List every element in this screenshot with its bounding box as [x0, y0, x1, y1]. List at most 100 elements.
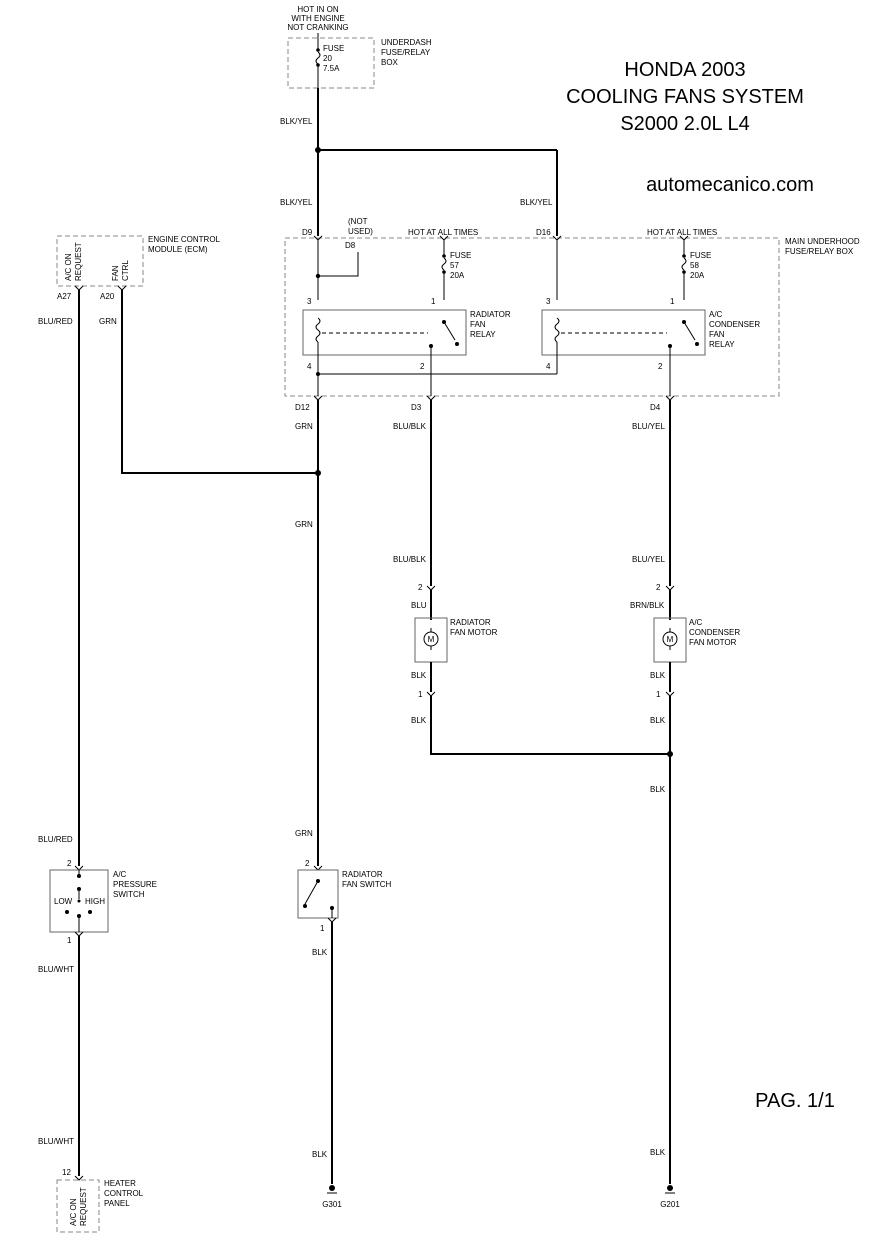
rad-switch-label-2: FAN SWITCH — [342, 880, 392, 889]
wire-label-grn-1: GRN — [99, 317, 117, 326]
rad-relay-pin-2: 2 — [420, 362, 425, 371]
rad-motor-label-1: RADIATOR — [450, 618, 491, 627]
ecm-pin-a27-label-2: REQUEST — [74, 242, 83, 281]
rad-relay-label-1: RADIATOR — [470, 310, 511, 319]
connector-d9: D9 — [302, 228, 313, 237]
ac-motor-bottom-connector — [665, 691, 675, 697]
splice-grn — [315, 470, 321, 476]
splice-motor-ground — [667, 751, 673, 757]
fuse-57-symbol — [441, 240, 447, 300]
fuse-20-symbol — [315, 33, 321, 88]
connector-d4: D4 — [650, 403, 661, 412]
ecm-label-2: MODULE (ECM) — [148, 245, 208, 254]
wire-label-brn-blk: BRN/BLK — [630, 601, 665, 610]
wire-label-blu-yel-2: BLU/YEL — [632, 555, 665, 564]
fuse57-label-3: 20A — [450, 271, 465, 280]
box-bottom-connectors — [313, 395, 675, 401]
hot-in-on-line-2: WITH ENGINE — [291, 14, 344, 23]
ground-g301-symbol — [327, 1185, 337, 1194]
ac-motor-label-3: FAN MOTOR — [689, 638, 737, 647]
heater-panel-connector — [74, 1175, 84, 1181]
ac-motor-label-2: CONDENSER — [689, 628, 740, 637]
rad-switch-pin-2: 2 — [305, 859, 310, 868]
radiator-fan-switch — [297, 869, 339, 919]
rad-motor-pin-2: 2 — [418, 583, 423, 592]
rad-motor-m: M — [428, 635, 435, 644]
ecm-label-1: ENGINE CONTROL — [148, 235, 221, 244]
ecm-a20-connector — [117, 285, 127, 291]
wire-label-blu-wht-2: BLU/WHT — [38, 1137, 74, 1146]
ecm-pin-a27: A27 — [57, 292, 72, 301]
ac-relay-label-3: FAN — [709, 330, 725, 339]
ac-motor-label-1: A/C — [689, 618, 703, 627]
rad-motor-top-connector — [426, 585, 436, 591]
wire-label-blu-blk-2: BLU/BLK — [393, 555, 427, 564]
heater-panel-label-1: HEATER — [104, 1179, 136, 1188]
wire-label-grn-2: GRN — [295, 422, 313, 431]
wire-rad-motor-ground — [430, 696, 670, 755]
ac-motor-pin-1: 1 — [656, 690, 661, 699]
title-line-2: COOLING FANS SYSTEM — [566, 86, 804, 108]
ecm-a27-connector — [74, 285, 84, 291]
fuse57-label-1: FUSE — [450, 251, 471, 260]
rad-switch-bottom-connector — [327, 917, 337, 923]
heater-panel-label-2: CONTROL — [104, 1189, 144, 1198]
wire-label-blk-yel-2: BLK/YEL — [280, 198, 313, 207]
ac-condenser-fan-relay — [541, 309, 706, 364]
rad-motor-bottom-connector — [426, 691, 436, 697]
wire-label-blu-blk-1: BLU/BLK — [393, 422, 427, 431]
wire-label-blu-yel-1: BLU/YEL — [632, 422, 665, 431]
fuse-58-symbol — [681, 240, 687, 300]
wire-label-grn-3: GRN — [295, 520, 313, 529]
ac-motor-m: M — [667, 635, 674, 644]
pressure-switch-low: LOW — [54, 897, 73, 906]
wire-label-blu-red-1: BLU/RED — [38, 317, 73, 326]
wire-label-blk-2: BLK — [411, 716, 427, 725]
wire-label-blu-wht-1: BLU/WHT — [38, 965, 74, 974]
main-underhood-box — [284, 237, 780, 397]
relay-coil-bus — [316, 364, 671, 396]
pressure-switch-bottom-connector — [74, 931, 84, 937]
rad-switch-top-connector — [313, 865, 323, 871]
ground-g201-symbol — [665, 1185, 675, 1194]
heater-pin-label-1: A/C ON — [69, 1198, 78, 1226]
wire-label-blk-3: BLK — [650, 671, 666, 680]
wire-label-blk-1: BLK — [411, 671, 427, 680]
wire-label-blu: BLU — [411, 601, 427, 610]
rad-switch-contacts — [303, 879, 334, 918]
fuse20-label-3: 7.5A — [323, 64, 340, 73]
wire-label-blk-5: BLK — [650, 785, 666, 794]
not-used-label-1: (NOT — [348, 217, 368, 226]
rad-relay-label-2: FAN — [470, 320, 486, 329]
wire-label-blk-4: BLK — [650, 716, 666, 725]
pressure-switch-top-connector — [74, 865, 84, 871]
ac-relay-pin-1: 1 — [670, 297, 675, 306]
pressure-switch-contacts — [65, 870, 92, 932]
ac-relay-label-2: CONDENSER — [709, 320, 760, 329]
wire-label-blu-red-2: BLU/RED — [38, 835, 73, 844]
heater-panel-pin-12: 12 — [62, 1168, 71, 1177]
fuse57-label-2: 57 — [450, 261, 459, 270]
pressure-switch-high: HIGH — [85, 897, 105, 906]
website-label: automecanico.com — [646, 174, 814, 196]
ecm-pin-a20-label-1: FAN — [111, 265, 120, 281]
wire-label-blk-yel-3: BLK/YEL — [520, 198, 553, 207]
ac-relay-label-1: A/C — [709, 310, 723, 319]
hot-at-all-times-2: HOT AT ALL TIMES — [647, 228, 717, 237]
heater-panel-label-3: PANEL — [104, 1199, 130, 1208]
underdash-box-label-3: BOX — [381, 58, 399, 67]
connector-d16: D16 — [536, 228, 551, 237]
pressure-switch-label-3: SWITCH — [113, 890, 145, 899]
connector-d8: D8 — [345, 241, 356, 250]
fuse58-label-1: FUSE — [690, 251, 711, 260]
rad-relay-pin-1: 1 — [431, 297, 436, 306]
wire-label-blk-yel-1: BLK/YEL — [280, 117, 313, 126]
ecm-box — [56, 235, 144, 287]
wire-label-blk-7: BLK — [312, 948, 328, 957]
underdash-box-label-2: FUSE/RELAY — [381, 48, 431, 57]
ac-motor-pin-2: 2 — [656, 583, 661, 592]
underdash-fuse-box — [287, 37, 375, 89]
ecm-pin-a20: A20 — [100, 292, 115, 301]
wire-label-grn-4: GRN — [295, 829, 313, 838]
